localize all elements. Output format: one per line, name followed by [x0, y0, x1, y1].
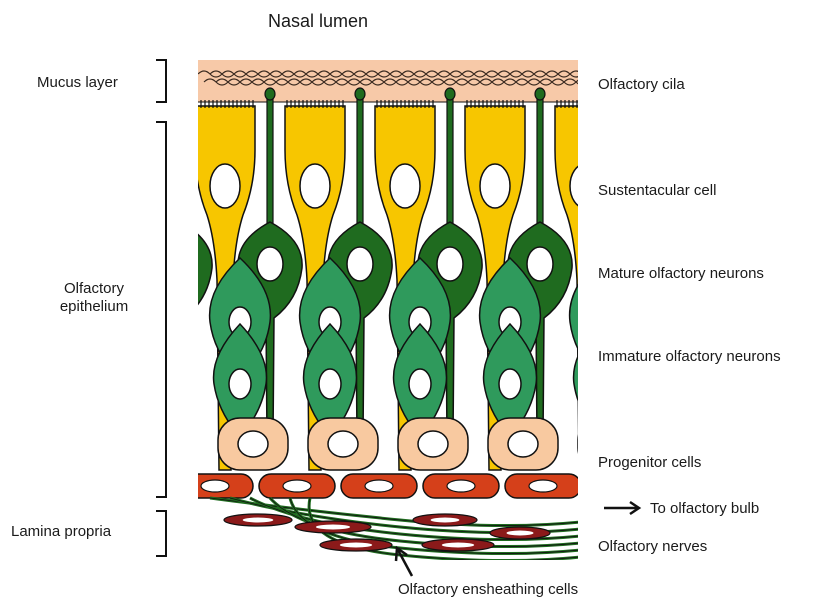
sustentacular-nucleus	[210, 164, 240, 208]
basal-nucleus	[201, 480, 229, 492]
olfactory-epithelium-label-line2: epithelium	[44, 298, 144, 316]
basal-nucleus	[365, 480, 393, 492]
mature-neuron-dendrite	[447, 96, 453, 230]
sustentacular-nucleus	[390, 164, 420, 208]
ensheathing-nucleus	[243, 518, 274, 523]
lamina-bracket	[156, 511, 166, 556]
immature-neuron	[124, 324, 177, 445]
mature-neurons-label: Mature olfactory neurons	[598, 265, 764, 283]
olfactory-nerves-label: Olfactory nerves	[598, 538, 707, 556]
ensheathing-nucleus	[316, 525, 350, 530]
immature-neurons-label: Immature olfactory neurons	[598, 348, 781, 366]
immature-neuron-nucleus	[589, 369, 611, 399]
ensheathing-nucleus	[442, 543, 474, 548]
immature-neuron	[574, 324, 627, 445]
page-title: Nasal lumen	[268, 12, 368, 30]
mucus-layer-label: Mucus layer	[37, 74, 118, 92]
basal-cell	[95, 474, 171, 498]
sustentacular-nucleus	[480, 164, 510, 208]
olfactory-bulb-label: To olfactory bulb	[650, 500, 759, 518]
mature-neuron-nucleus	[347, 247, 373, 281]
immature-neuron-nucleus	[409, 369, 431, 399]
dendritic-knob	[445, 88, 455, 100]
ensheathing-nucleus	[340, 543, 372, 548]
mucus-bracket	[156, 60, 166, 102]
mature-neuron-dendrite	[357, 96, 363, 230]
olfactory-epithelium-label-line1: Olfactory	[44, 280, 144, 298]
mature-neuron-nucleus	[437, 247, 463, 281]
olfactory-cilia-label: Olfactory cila	[598, 76, 685, 94]
progenitor-nucleus	[508, 431, 538, 457]
mature-neuron-nucleus	[257, 247, 283, 281]
mature-neuron-dendrite	[627, 96, 633, 230]
progenitor-nucleus	[238, 431, 268, 457]
mature-neuron-dendrite	[537, 96, 543, 230]
mature-neuron-dendrite	[267, 96, 273, 230]
olfactory-nerves	[210, 498, 580, 561]
mature-neuron-dendrite	[177, 96, 183, 230]
immature-neuron-nucleus	[679, 369, 701, 399]
progenitor-cells-label: Progenitor cells	[598, 454, 701, 472]
mucus-layer	[198, 60, 578, 102]
immature-neuron-nucleus	[499, 369, 521, 399]
ensheathing-nucleus	[431, 518, 460, 523]
basal-nucleus	[529, 480, 557, 492]
basal-nucleus	[283, 480, 311, 492]
mature-neuron-nucleus	[527, 247, 553, 281]
cilium-strand	[576, 79, 600, 85]
immature-neuron-nucleus	[589, 307, 611, 337]
olfactory-epithelium-label: Olfactory epithelium	[44, 280, 144, 316]
dendritic-knob	[355, 88, 365, 100]
ensheathing-nucleus	[507, 531, 534, 536]
basal-nucleus	[447, 480, 475, 492]
dendritic-knob	[535, 88, 545, 100]
mature-neuron	[598, 222, 662, 440]
sustentacular-nucleus	[300, 164, 330, 208]
ensheathing-cells-label: Olfactory ensheathing cells	[398, 581, 578, 599]
immature-neuron-nucleus	[679, 307, 701, 337]
arrow-up-icon	[396, 548, 412, 576]
mature-neuron-nucleus	[167, 247, 193, 281]
arrow-right-icon	[604, 502, 639, 514]
immature-neuron-nucleus	[139, 369, 161, 399]
immature-neuron-nucleus	[229, 369, 251, 399]
immature-neuron-nucleus	[319, 369, 341, 399]
lamina-propria-label: Lamina propria	[11, 523, 111, 541]
progenitor-nucleus	[328, 431, 358, 457]
dendritic-knob	[175, 88, 185, 100]
sustentacular-cell-label: Sustentacular cell	[598, 182, 716, 200]
epithelium-bracket	[156, 122, 166, 497]
immature-neuron	[664, 324, 717, 445]
sustentacular-nucleus	[570, 164, 600, 208]
dendritic-knob	[265, 88, 275, 100]
cell-layer	[95, 88, 720, 498]
basal-nucleus	[119, 480, 147, 492]
progenitor-nucleus	[418, 431, 448, 457]
